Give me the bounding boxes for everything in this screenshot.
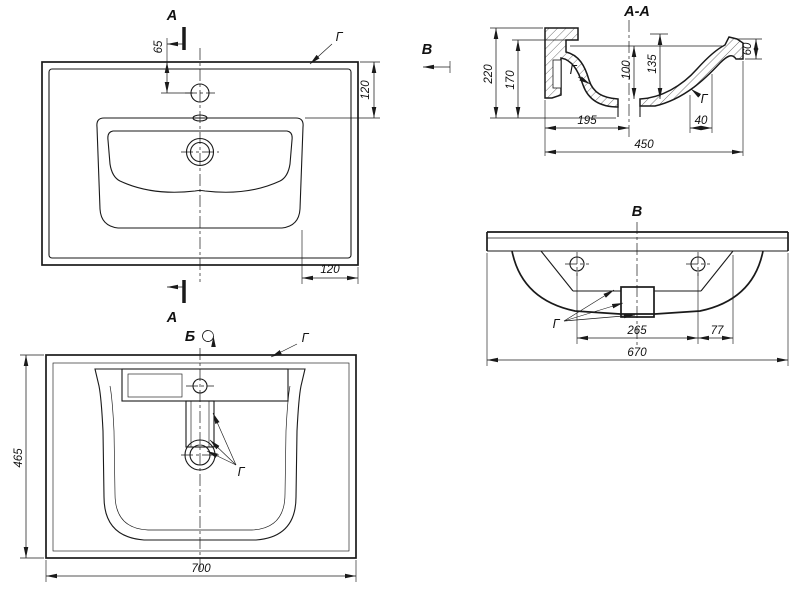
dim-text-120-h: 120 <box>320 264 340 276</box>
surface-letter-section-1: Г <box>570 63 578 77</box>
plan-centerlines <box>181 48 219 282</box>
basin-outline <box>96 117 304 229</box>
surface-note-section-2: Г <box>690 88 709 106</box>
dim-170: 170 <box>505 39 566 118</box>
dim-40: 40 <box>689 74 713 133</box>
bowl-bottom-edges <box>540 250 734 292</box>
dim-text-220: 220 <box>483 64 495 85</box>
surface-note-section-1: Г <box>570 63 591 85</box>
dim-text-60: 60 <box>742 42 754 55</box>
dim-60: 60 <box>737 38 762 60</box>
section-back-shell <box>544 27 619 108</box>
dim-700: 700 <box>45 560 357 582</box>
dim-135: 135 <box>647 33 668 99</box>
bottom-view-title: Б <box>185 329 216 348</box>
overflow-boss-pocket <box>127 373 183 398</box>
dim-text-700: 700 <box>191 563 211 575</box>
rim-edge-lines <box>486 231 789 252</box>
bowl-underside-outline <box>94 368 306 541</box>
basin-bottom-contour <box>107 130 293 193</box>
section-title: A-A <box>623 4 650 20</box>
rotated-view-arrow <box>202 330 216 348</box>
surface-note-bottom-top: Г <box>270 331 310 358</box>
mounting-hole-right <box>686 252 710 276</box>
bottom-outer-rim <box>45 354 357 559</box>
surface-letter-bottom-inner: Г <box>238 465 246 479</box>
bottom-inner-rim <box>52 362 350 552</box>
drain-stub <box>617 106 641 117</box>
dim-text-135: 135 <box>647 54 659 74</box>
front-view: В Г <box>486 204 789 366</box>
dim-text-670: 670 <box>627 347 647 359</box>
dim-465: 465 <box>13 354 44 559</box>
dim-text-265: 265 <box>626 325 647 337</box>
dim-text-120-v: 120 <box>360 80 372 100</box>
dim-265: 265 <box>576 272 699 344</box>
dim-text-450: 450 <box>634 139 654 151</box>
surface-letter-bottom-top: Г <box>302 331 310 345</box>
overflow-channel <box>552 59 562 89</box>
dim-670: 670 <box>486 253 789 366</box>
dim-450: 450 <box>545 61 744 156</box>
front-view-title: В <box>632 204 642 220</box>
section-mark-top: A <box>166 8 186 50</box>
view-arrow-b: B <box>422 42 451 73</box>
dim-text-40: 40 <box>695 115 708 127</box>
dim-rim-depth-120: 120 <box>305 61 380 119</box>
mounting-hole-left <box>565 252 589 276</box>
surface-note-plan: Г <box>309 30 344 65</box>
section-front-shell <box>639 36 744 107</box>
dim-faucet-offset-65: 65 <box>153 38 193 94</box>
body-silhouette <box>511 250 764 315</box>
surface-note-front: Г <box>553 289 636 331</box>
dim-text-100: 100 <box>621 60 633 80</box>
dim-text-65: 65 <box>153 40 165 53</box>
surface-letter-section-2: Г <box>701 92 709 106</box>
dim-220: 220 <box>483 27 616 119</box>
bottom-view: Б Г Г <box>13 329 357 582</box>
surface-letter-front: Г <box>553 317 561 331</box>
section-letter-top: A <box>166 8 177 24</box>
surface-letter-plan: Г <box>336 30 344 44</box>
surface-note-bottom-inner: Г <box>206 412 246 479</box>
drain-boss <box>620 286 655 318</box>
view-letter-b: B <box>422 42 432 58</box>
section-mark-bottom: A <box>166 280 186 326</box>
section-a-a-view: A-A B 220 170 100 <box>422 4 762 156</box>
dim-text-195: 195 <box>577 115 597 127</box>
bowl-underside-inner <box>109 385 291 531</box>
dim-100: 100 <box>621 46 637 99</box>
section-letter-bottom: A <box>166 310 177 326</box>
dim-195: 195 <box>544 100 629 156</box>
dim-rim-side-120: 120 <box>301 230 359 284</box>
dim-text-465: 465 <box>13 448 25 468</box>
dim-text-170: 170 <box>505 70 517 90</box>
dim-text-77: 77 <box>711 325 724 337</box>
bottom-view-letter: Б <box>185 329 195 345</box>
plan-view: A A 65 120 120 Г <box>41 8 380 326</box>
dim-77: 77 <box>698 255 734 344</box>
